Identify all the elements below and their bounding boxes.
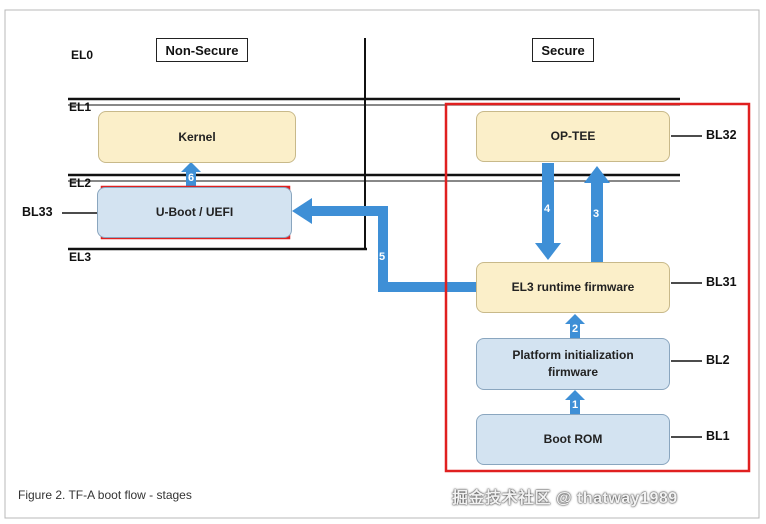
- kernel-block: Kernel: [98, 111, 296, 163]
- arrow-1: [565, 390, 585, 414]
- arrow-4: [535, 163, 561, 260]
- arrow-2-number: 2: [572, 323, 579, 335]
- el3-label: EL3: [69, 250, 92, 264]
- uboot-uefi-block: U-Boot / UEFI: [97, 187, 292, 238]
- arrow-5-number: 5: [379, 251, 386, 263]
- arrow-4-number: 4: [544, 203, 551, 215]
- arrow-1-number: 1: [572, 399, 579, 411]
- bl33-label: BL33: [22, 205, 53, 219]
- platform-init-firmware-block: Platform initialization firmware: [476, 338, 670, 390]
- bl32-label: BL32: [706, 128, 737, 142]
- non-secure-header: Non-Secure: [156, 38, 248, 62]
- arrow-3-number: 3: [593, 208, 600, 220]
- el0-label: EL0: [71, 48, 94, 62]
- watermark-text: 掘金技术社区 @ thatway1989: [452, 490, 678, 507]
- bl2-label: BL2: [706, 353, 730, 367]
- arrow-5: [292, 198, 477, 292]
- arrow-6-number: 6: [188, 172, 195, 184]
- secure-header: Secure: [532, 38, 594, 62]
- el3-runtime-firmware-block: EL3 runtime firmware: [476, 262, 670, 313]
- secure-highlight: [444, 102, 751, 473]
- bl1-label: BL1: [706, 429, 730, 443]
- arrow-3: [584, 166, 610, 262]
- arrow-6: [181, 162, 201, 186]
- boot-rom-block: Boot ROM: [476, 414, 670, 465]
- optee-block: OP-TEE: [476, 111, 670, 162]
- el2-label: EL2: [69, 176, 92, 190]
- bl31-label: BL31: [706, 275, 737, 289]
- figure-caption: Figure 2. TF-A boot flow - stages: [18, 488, 192, 502]
- arrow-2: [565, 314, 585, 338]
- el1-label: EL1: [69, 100, 92, 114]
